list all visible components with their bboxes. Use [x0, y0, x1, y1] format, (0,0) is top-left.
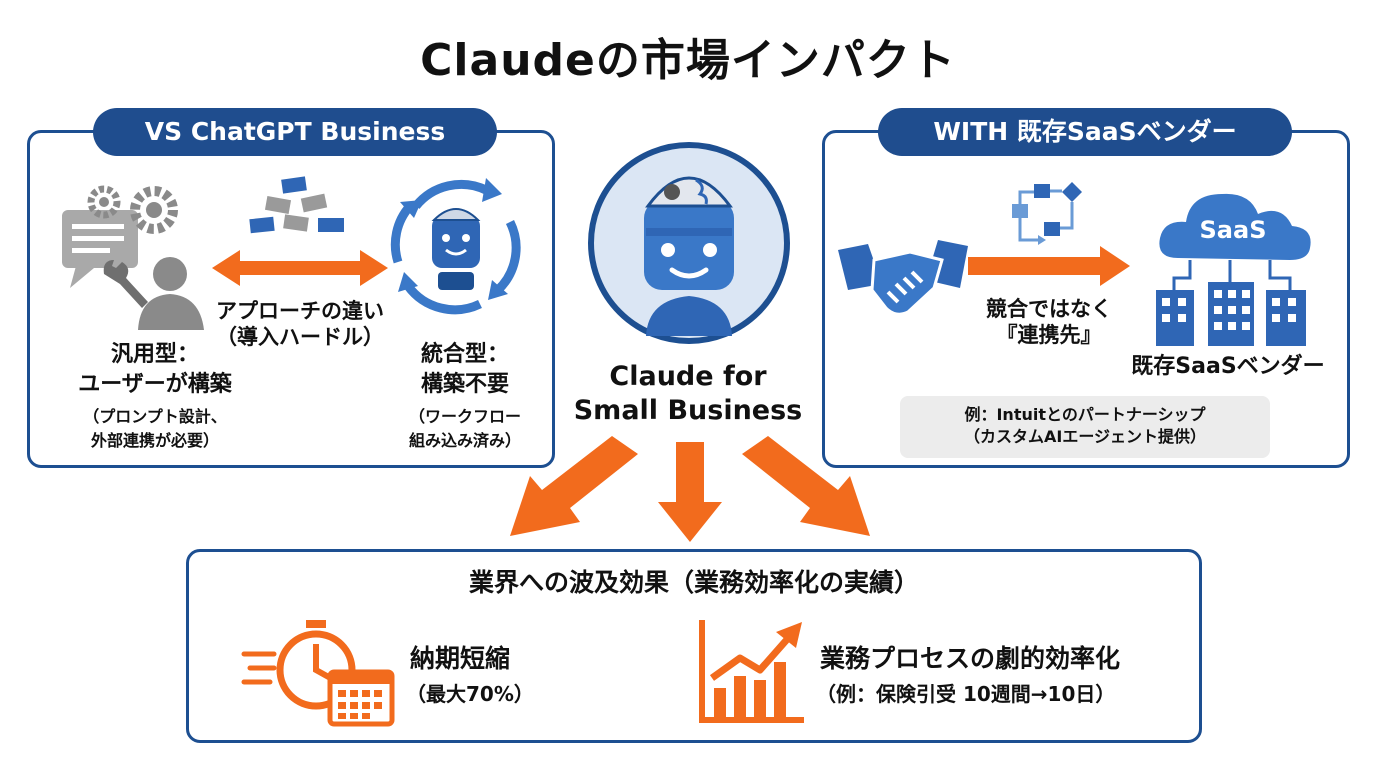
vs-chatgpt-header: VS ChatGPT Business	[93, 108, 497, 156]
impact-arrows	[500, 436, 880, 546]
integrated-type-title-2: 構築不要	[420, 372, 509, 397]
page-title: Claudeの市場インパクト	[420, 35, 956, 86]
with-saas-header: WITH 既存SaaSベンダー	[878, 108, 1292, 156]
integrated-robot-icon	[386, 176, 526, 316]
intuit-example-line-2: （カスタムAIエージェント提供）	[963, 427, 1207, 446]
growth-chart-icon	[698, 618, 808, 724]
claude-label-1: Claude for	[609, 361, 767, 392]
partner-label-1: 競合ではなく	[986, 297, 1112, 321]
industry-impact-header: 業界への波及効果（業務効率化の実績）	[468, 568, 919, 597]
approach-label-1: アプローチの違い	[216, 299, 384, 323]
approach-label-2: （導入ハードル）	[216, 325, 384, 349]
metric2-subtitle: （例：保険引受 10週間→10日）	[816, 682, 1116, 706]
saas-vendor-label: 既存SaaSベンダー	[1131, 354, 1325, 379]
stopwatch-calendar-icon	[240, 618, 400, 728]
partner-arrow	[968, 246, 1130, 286]
saas-cloud-label: SaaS	[1199, 216, 1267, 244]
handshake-icon	[838, 230, 968, 330]
claude-robot-icon	[586, 140, 792, 346]
integrated-type-note-2: 組み込み済み）	[408, 431, 521, 450]
blocks-icon	[246, 176, 356, 246]
metric2-title: 業務プロセスの劇的効率化	[820, 644, 1121, 673]
claude-label-2: Small Business	[573, 395, 803, 426]
industry-impact-panel	[186, 549, 1202, 743]
approach-arrow	[212, 248, 388, 288]
metric1-title: 納期短縮	[410, 644, 511, 673]
general-type-note-1: （プロンプト設計、	[83, 407, 227, 426]
workflow-icon	[1008, 180, 1098, 250]
saas-cloud-icon	[1150, 178, 1320, 348]
integrated-type-title-1: 統合型：	[420, 342, 509, 367]
general-type-note-2: 外部連携が必要）	[90, 431, 219, 450]
partner-label-2: 『連携先』	[996, 323, 1102, 347]
integrated-type-note-1: （ワークフロー	[408, 407, 521, 426]
intuit-example: 例：Intuitとのパートナーシップ （カスタムAIエージェント提供）	[900, 396, 1270, 458]
general-type-title-2: ユーザーが構築	[78, 372, 232, 397]
general-purpose-icon	[58, 180, 208, 330]
metric1-subtitle: （最大70%）	[406, 682, 534, 706]
intuit-example-line-1: 例：Intuitとのパートナーシップ	[964, 405, 1206, 424]
general-type-title-1: 汎用型：	[110, 342, 199, 367]
